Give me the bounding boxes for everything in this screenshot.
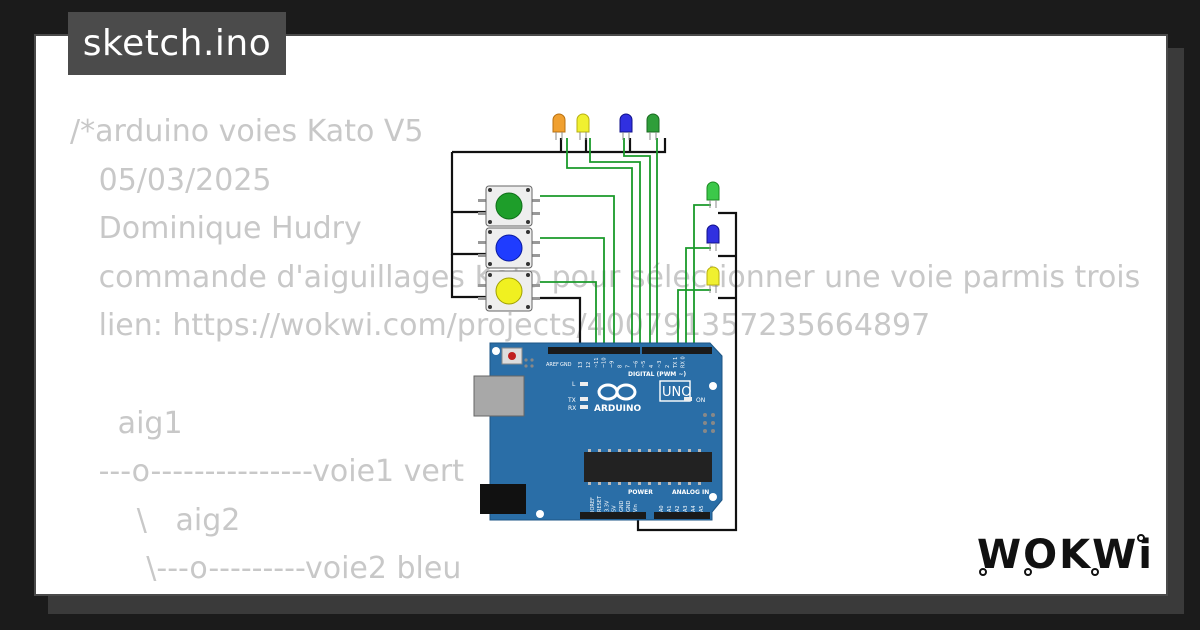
pin-label: ~11 xyxy=(594,357,600,368)
uno-text: UNO xyxy=(662,385,691,400)
pin-label: 4 xyxy=(649,365,655,368)
microcontroller-chip xyxy=(584,452,712,482)
pin-label: 12 xyxy=(586,362,592,368)
led-blue[interactable] xyxy=(619,113,633,140)
pin-label: A1 xyxy=(667,505,673,512)
pin-label: 7 xyxy=(625,365,631,368)
pushbutton-green[interactable] xyxy=(478,185,540,227)
pin-label: RX 0 xyxy=(681,356,687,368)
pin-label: A0 xyxy=(659,505,665,512)
code-line: Dominique Hudry xyxy=(70,211,362,247)
code-line: \---o---------voie2 bleu xyxy=(70,551,462,587)
pin-label: 5V xyxy=(612,505,618,512)
pin-label: IOREF xyxy=(590,497,596,512)
rx-label: RX xyxy=(568,405,576,412)
pin-label: GND xyxy=(619,500,625,512)
on-label: ON xyxy=(696,397,705,404)
pushbutton-yellow[interactable] xyxy=(478,270,540,312)
code-line: \ aig2 xyxy=(70,502,241,538)
wokwi-logo-text: WOKWi xyxy=(977,532,1153,578)
pin-label: Vin xyxy=(633,504,639,512)
code-preview: /*arduino voies Kato V5 05/03/2025 Domin… xyxy=(70,108,1140,594)
led-right-yellow[interactable] xyxy=(706,266,720,293)
code-line: 05/03/2025 xyxy=(70,162,272,198)
logo-pin-dots xyxy=(979,534,1145,576)
usb-port xyxy=(473,375,525,417)
digital-header-label: DIGITAL (PWM ~) xyxy=(628,371,686,378)
led-right-green[interactable] xyxy=(706,181,720,208)
code-line: aig1 xyxy=(70,405,183,441)
pin-label: ~5 xyxy=(641,361,647,368)
arduino-uno-board[interactable]: ARDUINO UNO DIGITAL (PWM ~) POWER ANALOG… xyxy=(473,342,723,521)
code-line: /*arduino voies Kato V5 xyxy=(70,114,424,149)
tx-label: TX xyxy=(567,397,576,404)
wokwi-logo[interactable]: WOKWi xyxy=(975,524,1153,582)
pin-label: ~3 xyxy=(657,361,663,368)
gnd-label: GND xyxy=(560,362,572,368)
led-yellow[interactable] xyxy=(576,113,590,140)
pin-label: 13 xyxy=(578,362,584,368)
pin-label: ~6 xyxy=(633,361,639,368)
code-line: lien: https://wokwi.com/projects/4007913… xyxy=(70,308,931,344)
pin-label: GND xyxy=(626,500,632,512)
black-wires xyxy=(450,138,738,532)
pin-label: ~10 xyxy=(602,357,608,368)
pin-label: A2 xyxy=(675,505,681,512)
l-label: L xyxy=(572,381,576,388)
pin-label: RESET xyxy=(597,495,603,512)
pin-label: 2 xyxy=(665,365,671,368)
led-right-blue[interactable] xyxy=(706,224,720,251)
code-line: ---o---------------voie1 vert xyxy=(70,454,464,490)
pin-label: 3.3V xyxy=(604,500,610,512)
green-wires xyxy=(540,138,711,348)
pin-label: A3 xyxy=(683,505,689,512)
arduino-infinity-logo xyxy=(597,383,637,401)
aref-label: AREF xyxy=(546,362,559,368)
led-orange[interactable] xyxy=(552,113,566,140)
power-header-label: POWER xyxy=(628,489,653,496)
code-line: commande d'aiguillages Kato pour sélecti… xyxy=(70,259,1141,295)
file-title-tab[interactable]: sketch.ino xyxy=(68,12,286,75)
pin-label: 8 xyxy=(618,365,624,368)
analog-header-label: ANALOG IN xyxy=(672,489,709,496)
pin-label: A5 xyxy=(699,505,705,512)
preview-card[interactable]: /*arduino voies Kato V5 05/03/2025 Domin… xyxy=(34,34,1168,596)
arduino-text: ARDUINO xyxy=(594,404,642,414)
pin-label: A4 xyxy=(691,505,697,512)
pin-label: TX 1 xyxy=(673,357,679,369)
pushbutton-blue[interactable] xyxy=(478,227,540,269)
led-green[interactable] xyxy=(646,113,660,140)
pin-label: ~9 xyxy=(610,361,616,368)
power-jack xyxy=(480,484,526,514)
